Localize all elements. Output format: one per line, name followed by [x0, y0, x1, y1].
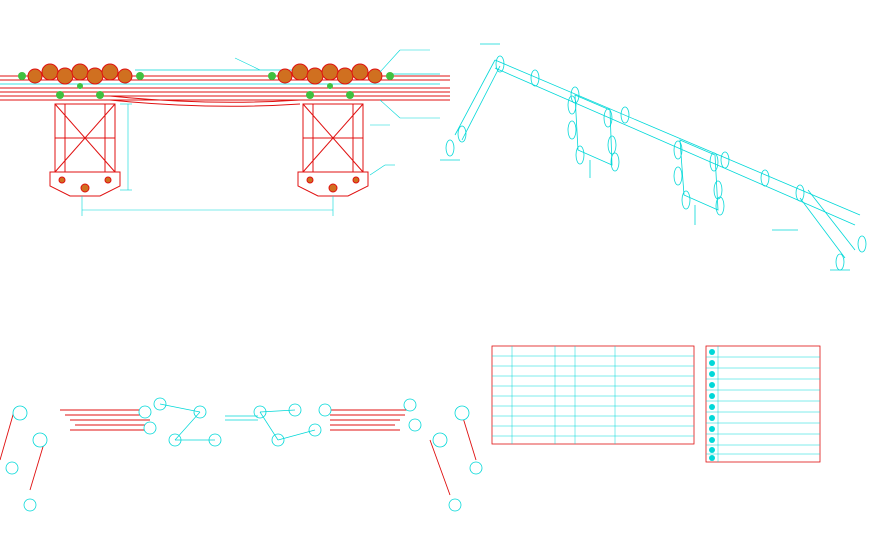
plan-rails [454, 43, 861, 259]
plan-frame-left [567, 94, 620, 178]
main-table [491, 345, 695, 445]
truss-tower-right [297, 103, 369, 197]
table-grid [492, 346, 694, 444]
truss-tower-left [49, 103, 121, 197]
pulley-cluster-left [18, 63, 144, 99]
cyan-rails [0, 69, 440, 85]
legend-symbols [709, 349, 715, 461]
legend-table [705, 345, 821, 463]
winding-bundles [0, 407, 477, 496]
winding-links [159, 403, 316, 441]
plan-frame-right [673, 139, 725, 225]
plan-view [440, 43, 867, 271]
winding-diagram [0, 397, 483, 512]
elevation-view [0, 49, 450, 216]
dimension-lines [81, 49, 440, 216]
plan-anchors [440, 159, 850, 271]
plan-pulleys [445, 55, 867, 271]
pulley-cluster-right [268, 63, 394, 99]
legend-grid [706, 346, 820, 462]
